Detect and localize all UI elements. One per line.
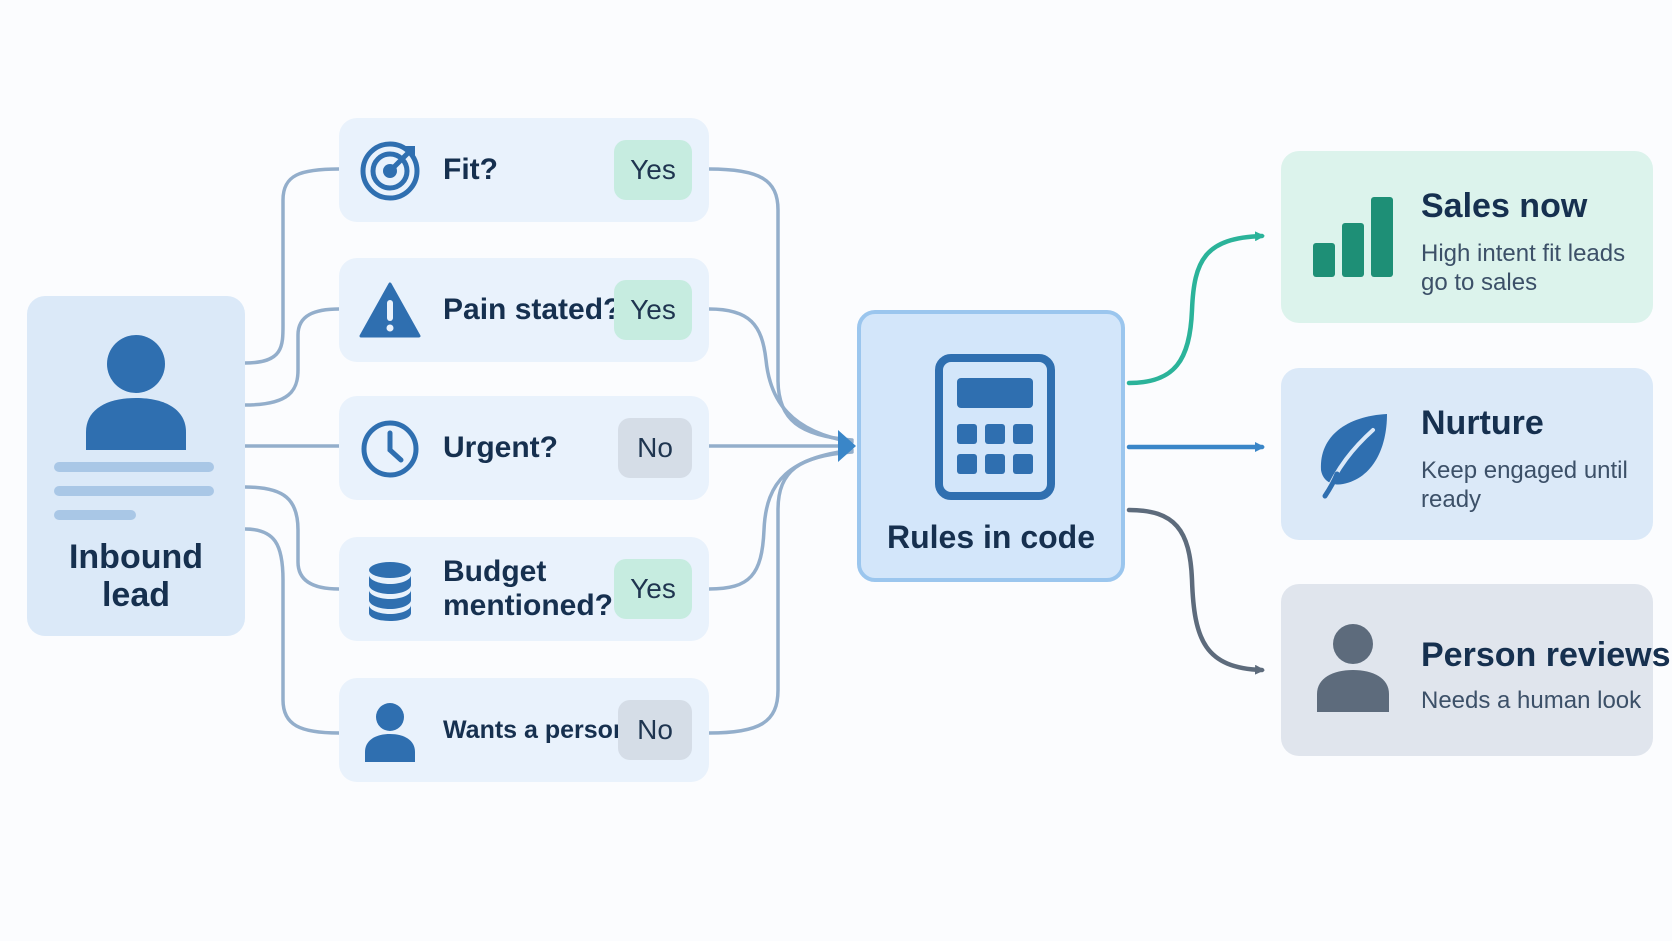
outcome-title: Sales now	[1421, 187, 1588, 225]
lead-detail-line	[54, 486, 214, 496]
connector-lead-fit	[243, 167, 341, 365]
connector-lead-pain	[243, 307, 341, 407]
outcome-title: Nurture	[1421, 404, 1544, 442]
lead-title: Inbound lead	[68, 538, 204, 614]
rules-card: Rules in code	[857, 310, 1125, 582]
outcome-card-person-reviews: Person reviews Needs a human look	[1281, 584, 1670, 756]
rules-label: Rules in code	[886, 519, 1096, 555]
connector-fit-rules	[707, 167, 854, 442]
person-icon	[1317, 624, 1389, 712]
answer-badge: Yes	[614, 140, 692, 200]
connector-rules-sales	[1126, 231, 1265, 386]
leaf-icon	[1320, 414, 1387, 499]
user-icon	[86, 335, 186, 450]
outcome-card-nurture: Nurture Keep engaged until ready	[1281, 368, 1653, 540]
outcome-title: Person reviews	[1421, 636, 1671, 674]
connector-pain-rules	[707, 307, 854, 444]
connector-lead-budget	[243, 485, 341, 591]
answer-badge: Yes	[614, 280, 692, 340]
question-label: Fit?	[443, 153, 498, 186]
connector-rules-person	[1126, 507, 1265, 675]
calculator-icon	[935, 354, 1055, 500]
warning-icon	[359, 282, 421, 338]
question-card-person: Wants a person? No	[339, 678, 709, 782]
target-icon	[360, 141, 420, 201]
arrowhead-rules	[838, 430, 856, 462]
outcome-card-sales-now: Sales now High intent fit leads go to sa…	[1281, 151, 1653, 323]
question-card-budget: Budget mentioned? Yes	[339, 537, 709, 641]
question-label: Wants a person?	[443, 716, 644, 744]
inbound-lead-card: Inbound lead	[27, 296, 245, 636]
question-label: Budget mentioned?	[443, 555, 613, 622]
answer-badge: Yes	[614, 559, 692, 619]
outcome-description: High intent fit leads go to sales	[1421, 240, 1626, 296]
outcome-description: Needs a human look	[1421, 687, 1642, 714]
bar-chart-icon	[1313, 197, 1393, 277]
connector-lead-person	[243, 527, 341, 735]
answer-badge: No	[618, 418, 692, 478]
person-icon	[365, 703, 415, 762]
question-card-urgent: Urgent? No	[339, 396, 709, 500]
clock-icon	[361, 420, 419, 478]
answer-badge: No	[618, 700, 692, 760]
connector-budget-rules	[707, 448, 854, 591]
question-label: Pain stated?	[443, 293, 622, 326]
lead-detail-line	[54, 462, 214, 472]
question-card-pain: Pain stated? Yes	[339, 258, 709, 362]
database-icon	[369, 562, 411, 621]
connector-person-rules	[707, 450, 854, 735]
outcome-description: Keep engaged until ready	[1421, 457, 1628, 513]
lead-detail-line	[54, 510, 136, 520]
question-card-fit: Fit? Yes	[339, 118, 709, 222]
question-label: Urgent?	[443, 431, 558, 464]
